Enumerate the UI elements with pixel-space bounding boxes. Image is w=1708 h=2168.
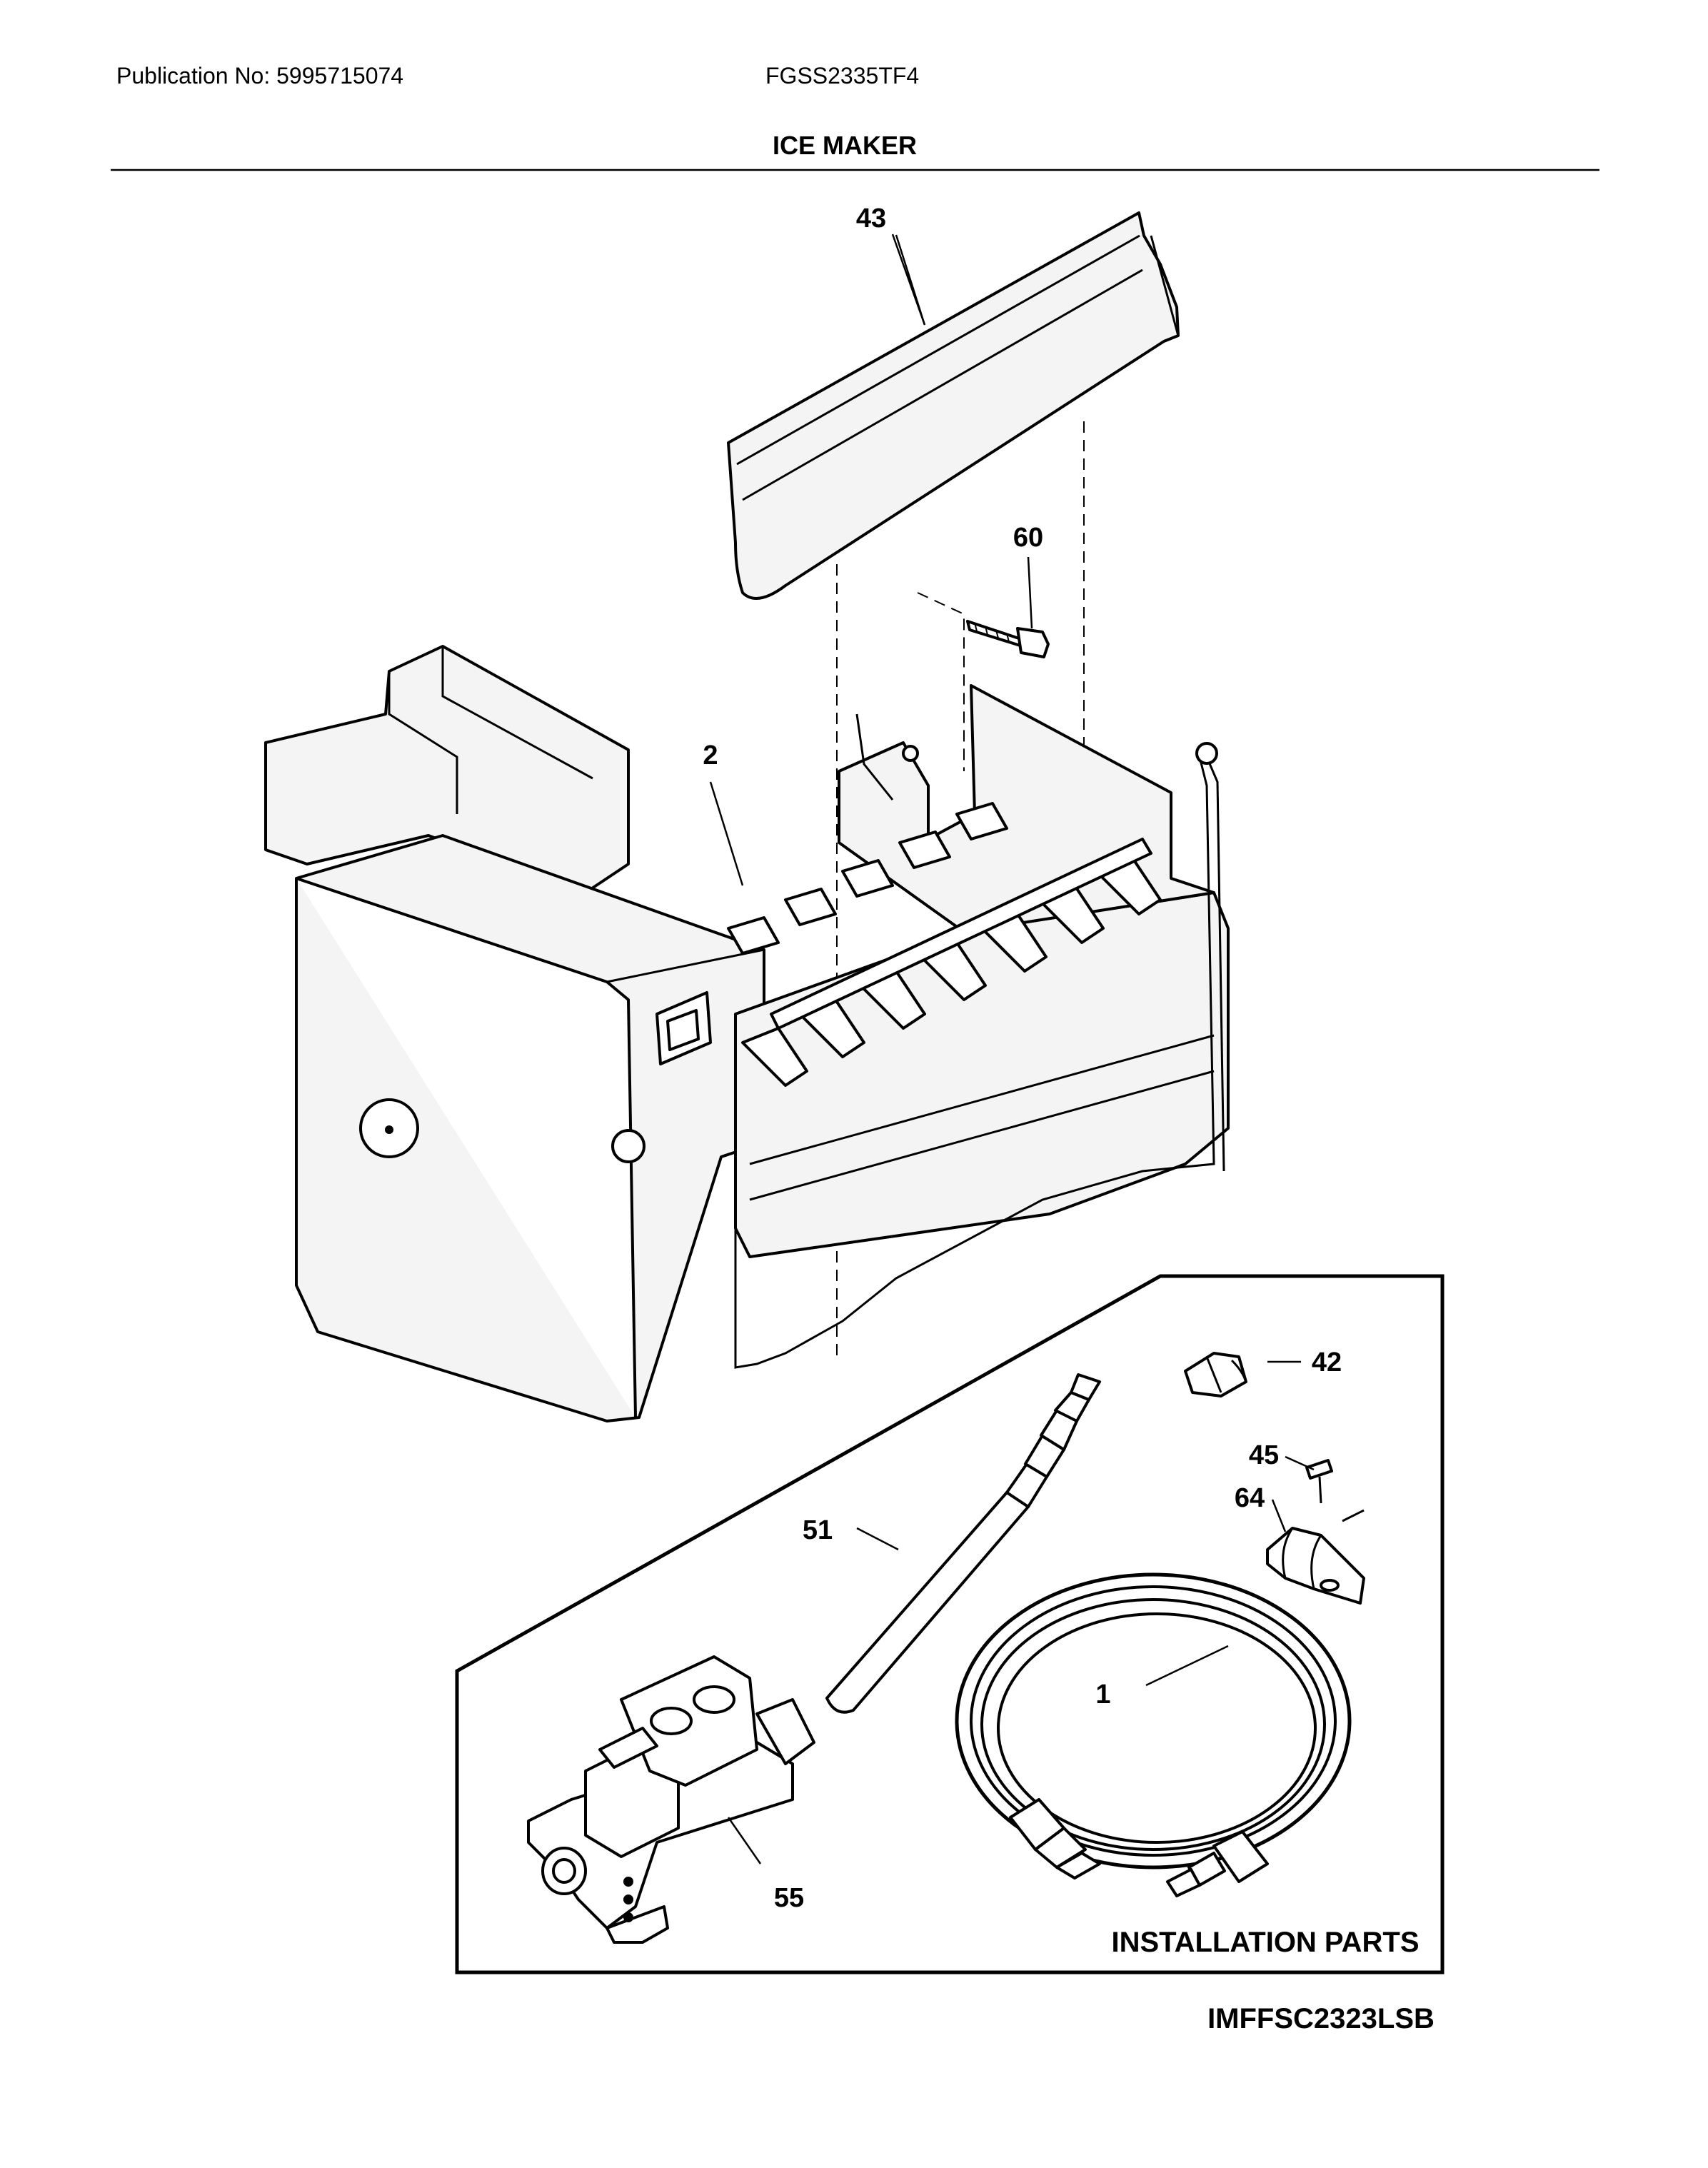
section-title: ICE MAKER xyxy=(773,131,918,160)
part-43-cover xyxy=(727,211,1180,600)
callout-2: 2 xyxy=(703,741,718,771)
installation-parts-label: INSTALLATION PARTS xyxy=(1111,1927,1419,1958)
part-55-water-valve xyxy=(527,1655,815,1944)
callout-1: 1 xyxy=(1095,1680,1110,1710)
callout-64: 64 xyxy=(1235,1483,1265,1513)
callout-51: 51 xyxy=(803,1515,833,1545)
publication-number: Publication No: 5995715074 xyxy=(116,63,404,89)
part-60-screw xyxy=(966,620,1050,658)
installation-parts-box xyxy=(455,1274,1445,1974)
callout-60: 60 xyxy=(1013,523,1043,553)
leader-1 xyxy=(1145,1645,1229,1687)
leader-45 xyxy=(1285,1455,1315,1471)
leader-60 xyxy=(1027,556,1033,629)
callout-42: 42 xyxy=(1312,1348,1342,1377)
callout-55: 55 xyxy=(774,1883,804,1913)
leader-51 xyxy=(856,1527,899,1551)
part-1-water-line xyxy=(955,1572,1352,1897)
part-45-screw xyxy=(1305,1459,1333,1504)
guide-line-screw xyxy=(917,592,965,771)
callout-45: 45 xyxy=(1249,1440,1279,1470)
leader-lines xyxy=(709,234,1315,1865)
figure-code: IMFFSC2323LSB xyxy=(1207,2003,1435,2034)
part-51-fill-tube xyxy=(825,1373,1101,1714)
leader-2 xyxy=(709,781,744,886)
model-number: FGSS2335TF4 xyxy=(765,63,920,89)
part-42-clip xyxy=(1184,1352,1247,1397)
leader-43 xyxy=(891,234,926,326)
leader-64 xyxy=(1271,1499,1287,1532)
leader-55 xyxy=(727,1817,762,1865)
callout-43: 43 xyxy=(856,204,886,234)
part-2-ice-maker xyxy=(264,645,1230,1422)
part-64-clamp xyxy=(1266,1509,1365,1605)
